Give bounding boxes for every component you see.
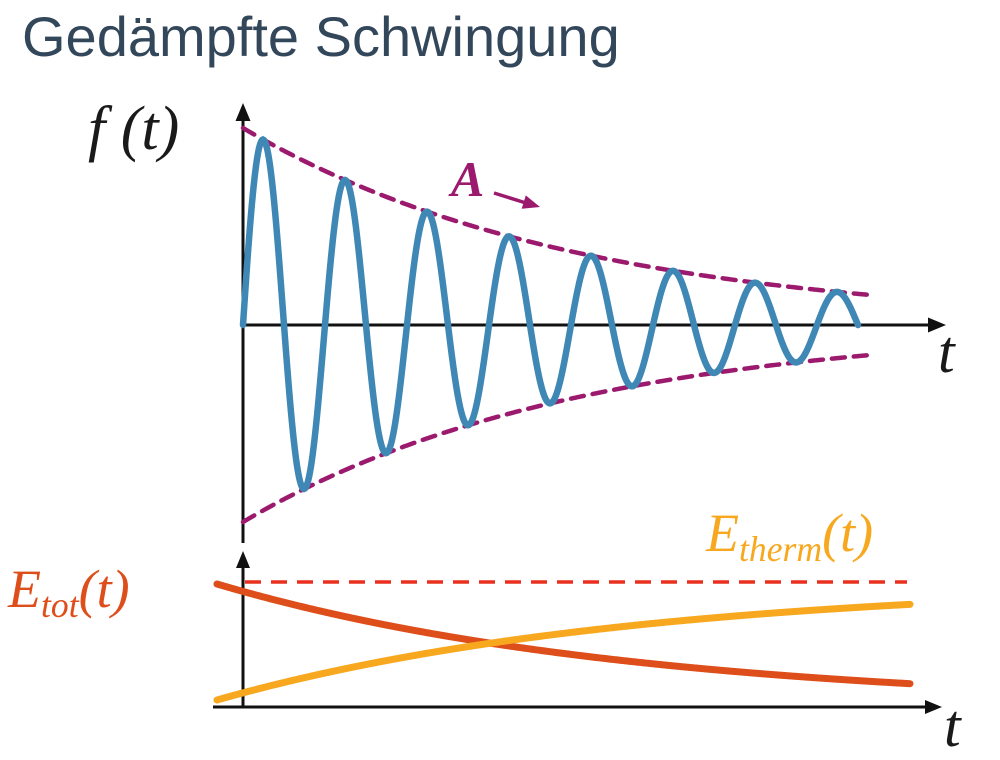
e-therm-label-suffix: (t) <box>822 503 874 563</box>
e-tot-label-sub: tot <box>41 584 79 625</box>
e-tot-label-suffix: (t) <box>78 559 130 619</box>
e-therm-label-sub: therm <box>739 528 823 569</box>
top-y-axis-label: f (t) <box>88 95 180 163</box>
amplitude-arrow-line <box>493 191 527 205</box>
amplitude-arrowhead <box>521 195 540 209</box>
damped-wave-curve <box>239 135 862 493</box>
amplitude-label: A <box>451 151 485 207</box>
page-title: Gedämpfte Schwingung <box>22 5 620 68</box>
top-y-axis-arrowhead <box>235 103 251 121</box>
e-therm-curve <box>213 600 914 704</box>
e-therm-label: Etherm(t) <box>706 503 874 567</box>
top-x-axis-arrowhead <box>928 317 946 333</box>
top-x-axis-label: t <box>938 319 955 385</box>
bottom-y-axis-arrowhead <box>236 551 250 568</box>
bottom-x-axis-label: t <box>944 693 961 759</box>
bottom-x-axis-arrowhead <box>925 700 942 714</box>
e-tot-label-base: E <box>8 559 41 619</box>
e-tot-curve <box>213 580 914 688</box>
e-therm-label-base: E <box>706 503 739 563</box>
lower-envelope-curve <box>240 352 875 525</box>
e-tot-label: Etot(t) <box>8 559 130 623</box>
